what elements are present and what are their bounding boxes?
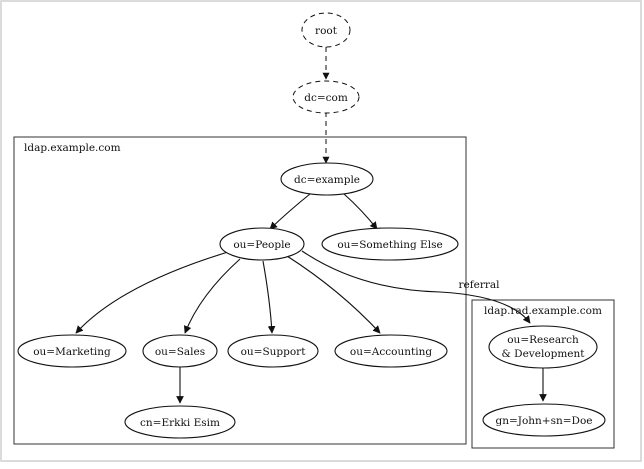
node-ou-accounting-label: ou=Accounting [350, 346, 432, 358]
node-gn-john-sn-doe: gn=John+sn=Doe [482, 403, 606, 437]
node-ou-something-else: ou=Something Else [321, 227, 459, 261]
cluster-rad-label: ldap.rad.example.com [484, 305, 602, 317]
node-dc-com: dc=com [292, 80, 360, 114]
edge-people-marketing [75, 251, 229, 334]
node-ou-something-else-label: ou=Something Else [337, 239, 442, 251]
node-ou-sales: ou=Sales [142, 334, 218, 368]
edge-dcexample-people [269, 193, 311, 230]
edge-people-research [301, 250, 531, 324]
node-root: root [301, 12, 351, 48]
node-ou-sales-label: ou=Sales [155, 346, 205, 358]
edge-referral-label: referral [459, 279, 501, 291]
nodes: root dc=com dc=example ou=People ou=Some… [17, 12, 606, 439]
node-ou-support-label: ou=Support [241, 346, 307, 358]
edge-people-sales [183, 258, 241, 334]
cluster-rad: ldap.rad.example.com [471, 299, 615, 449]
edge-dcexample-somethingelse [343, 193, 378, 230]
cluster-main: ldap.example.com [13, 136, 467, 445]
node-ou-people-label: ou=People [233, 239, 290, 251]
node-dc-com-label: dc=com [304, 92, 348, 104]
node-dc-example-label: dc=example [294, 174, 360, 186]
node-dc-example: dc=example [280, 162, 374, 196]
node-cn-erkki-esim: cn=Erkki Esim [124, 405, 236, 439]
node-ou-research-label-line-2: & Development [501, 348, 585, 360]
node-ou-support: ou=Support [227, 334, 319, 368]
node-cn-erkki-esim-label: cn=Erkki Esim [140, 417, 220, 429]
node-ou-research: ou=Research & Development [488, 325, 598, 369]
cluster-main-label: ldap.example.com [24, 142, 121, 154]
node-ou-research-label-line-1: ou=Research [507, 334, 579, 346]
node-ou-marketing: ou=Marketing [17, 334, 127, 368]
edge-people-support [262, 260, 276, 334]
node-ou-people: ou=People [219, 227, 305, 261]
node-gn-john-sn-doe-label: gn=John+sn=Doe [495, 415, 592, 427]
node-root-label: root [315, 25, 338, 37]
edge-people-accounting [286, 255, 381, 334]
node-ou-accounting: ou=Accounting [334, 334, 448, 368]
edges: referral [75, 47, 547, 404]
node-ou-marketing-label: ou=Marketing [33, 346, 111, 358]
